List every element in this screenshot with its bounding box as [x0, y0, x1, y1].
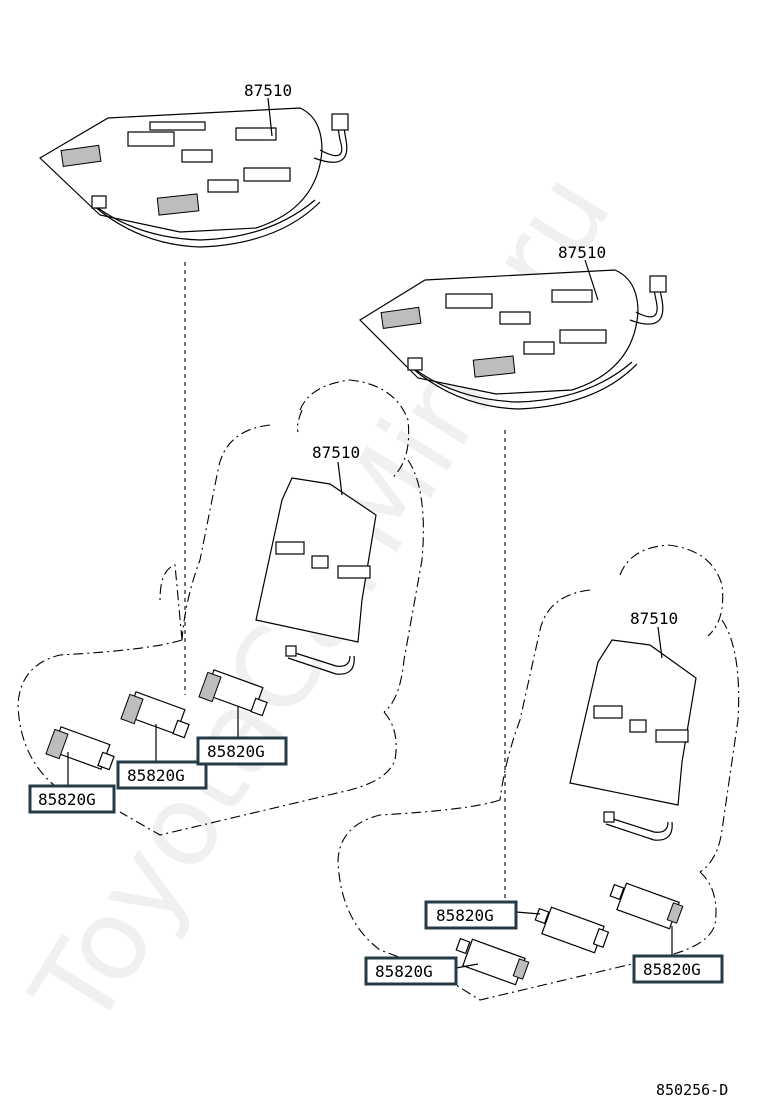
switch-label-85820G: 85820G	[28, 784, 116, 814]
switch-2-right	[455, 937, 530, 986]
switch-2-left	[120, 691, 190, 739]
switch-1-right	[534, 906, 610, 954]
label-leader	[515, 911, 541, 915]
switch-label-85820G: 85820G	[116, 760, 208, 790]
figure-number: 850256-D	[656, 1081, 728, 1099]
label-leader	[455, 963, 479, 969]
svg-text:85820G: 85820G	[127, 766, 185, 785]
switch-label-85820G: 85820G	[364, 956, 458, 986]
svg-text:85820G: 85820G	[207, 742, 265, 761]
switch-label-85820G: 85820G	[424, 900, 518, 930]
switch-label-85820G: 85820G	[632, 954, 724, 984]
switch-label-85820G: 85820G	[196, 736, 288, 766]
cushion-heater-mat-left	[39, 107, 349, 248]
switch-3-left	[198, 669, 268, 717]
seatback-heater-right	[569, 639, 697, 841]
switch-1-left	[45, 726, 115, 771]
svg-text:85820G: 85820G	[436, 906, 494, 925]
label-leader	[657, 626, 663, 659]
part-label-87510: 87510	[558, 243, 606, 262]
label-leader	[267, 97, 273, 137]
part-label-87510: 87510	[630, 609, 678, 628]
seat-outline-right	[337, 544, 740, 1001]
label-leader	[584, 259, 599, 301]
seatback-heater-left	[255, 477, 377, 675]
svg-text:85820G: 85820G	[375, 962, 433, 981]
switch-3-right	[609, 882, 684, 930]
label-leader	[337, 461, 343, 496]
part-label-87510: 87510	[312, 443, 360, 462]
svg-text:85820G: 85820G	[643, 960, 701, 979]
part-label-87510: 87510	[244, 81, 292, 100]
svg-text:85820G: 85820G	[38, 790, 96, 809]
cushion-heater-mat-right	[359, 269, 667, 410]
